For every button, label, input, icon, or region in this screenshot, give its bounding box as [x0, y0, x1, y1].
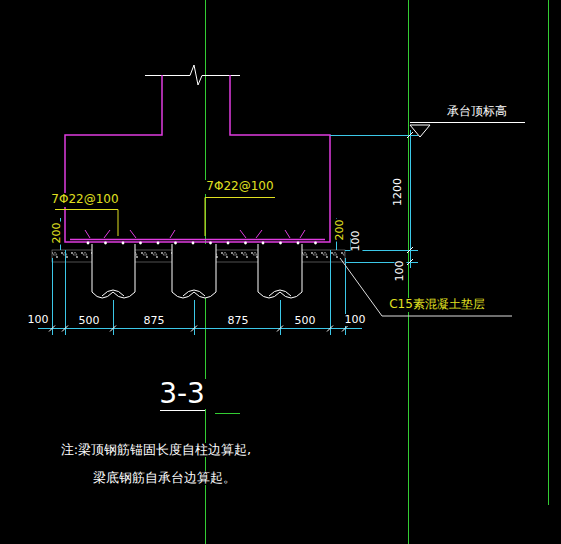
rebar-dot	[227, 242, 230, 245]
rebar-dot	[122, 242, 125, 245]
dim-tick	[407, 259, 413, 265]
dimension-text: 200	[334, 219, 346, 242]
elevation-marker	[410, 123, 525, 138]
rebar	[70, 230, 325, 244]
dimension-text: 100	[27, 314, 50, 326]
rebar-dot	[279, 242, 282, 245]
rebar-dot	[192, 242, 195, 245]
dimension-text: 875	[227, 315, 250, 327]
rebar-dot	[139, 242, 142, 245]
note-text: 梁底钢筋自承台边算起。	[92, 471, 237, 485]
dimension-text: 200	[51, 222, 63, 245]
rebar-dot	[157, 242, 160, 245]
rebar-label: 7Φ22@100	[50, 193, 119, 206]
dim-tick	[407, 247, 413, 253]
rebar-label: 7Φ22@100	[205, 180, 274, 193]
dim-tick	[191, 326, 197, 332]
rebar-tick	[104, 230, 110, 238]
c15-leader	[340, 258, 512, 316]
dim-tick	[277, 326, 283, 332]
dimension-text: 100	[394, 260, 406, 283]
piles	[92, 244, 302, 298]
material-label: C15素混凝土垫层	[388, 298, 486, 311]
rebar-dot	[104, 242, 107, 245]
rebar-tick	[285, 230, 290, 238]
dimension-lines	[38, 130, 418, 335]
dim-tick	[327, 326, 333, 332]
title-underline	[160, 410, 205, 411]
dimension-text: 500	[78, 315, 101, 327]
rebar-dot	[209, 242, 212, 245]
pile-cap-outline	[65, 75, 330, 242]
rebar-tick	[300, 230, 305, 238]
break-line	[145, 65, 240, 85]
dimension-text: 1200	[392, 177, 404, 207]
dimension-text: 100	[350, 230, 362, 253]
rebar-dot	[244, 242, 247, 245]
rebar-tick	[130, 230, 136, 238]
dim-tick	[407, 132, 413, 138]
rebar-dot	[297, 242, 300, 245]
rebar-tick	[170, 230, 175, 238]
dimension-text: 100	[344, 314, 367, 326]
rebar-dot	[87, 242, 90, 245]
rebar-dot	[262, 242, 265, 245]
dim-tick	[110, 326, 116, 332]
rebar-tick	[85, 230, 90, 238]
grid-lines	[206, 0, 549, 544]
rebar-tick	[256, 230, 262, 238]
dim-tick	[342, 326, 348, 332]
dim-tick	[49, 326, 55, 332]
section-title: 3-3	[158, 379, 206, 410]
rebar-dot	[314, 242, 317, 245]
dim-tick	[62, 326, 68, 332]
rebar-dot	[174, 242, 177, 245]
dimension-text: 875	[143, 315, 166, 327]
dimension-text: 500	[294, 315, 317, 327]
note-text: 注:梁顶钢筋锚固长度自柱边算起,	[60, 443, 253, 457]
rebar-tick	[240, 230, 246, 238]
elevation-label: 承台顶标高	[446, 105, 508, 118]
